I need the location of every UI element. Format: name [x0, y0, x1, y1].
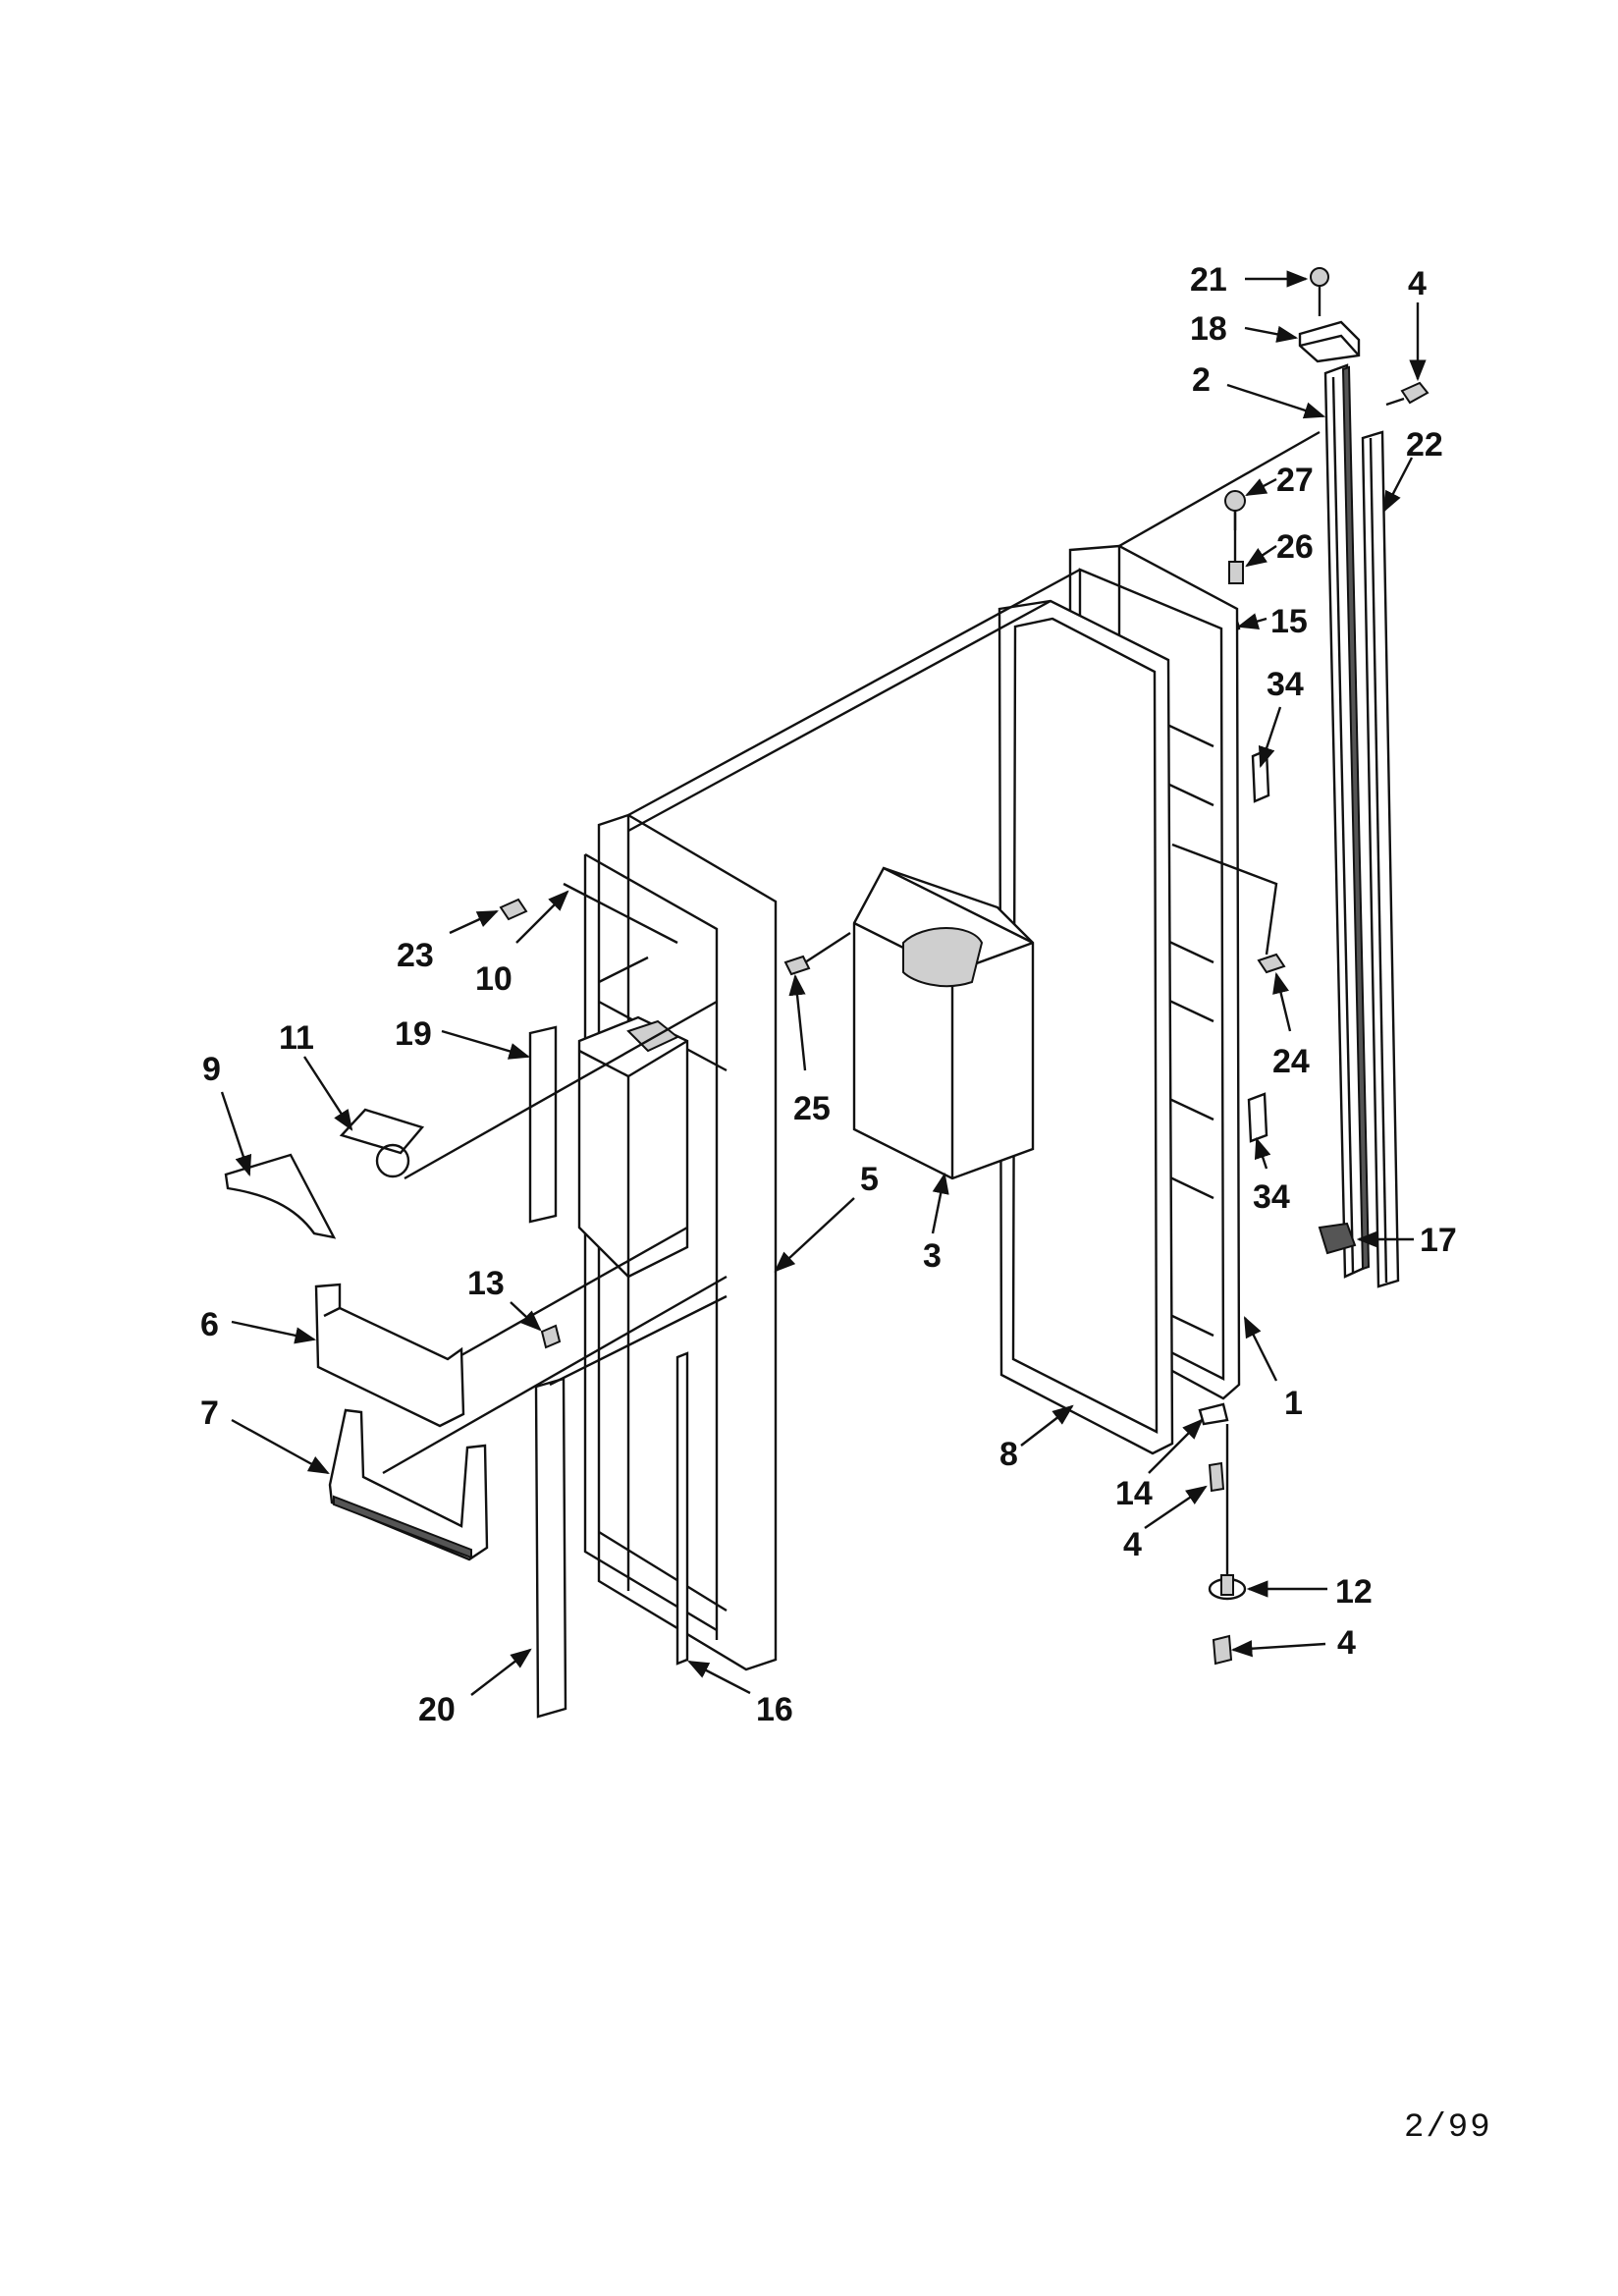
- bracket-18: [1298, 320, 1361, 363]
- callout-9: 9: [202, 1051, 221, 1088]
- callout-13: 13: [467, 1265, 505, 1302]
- screw-23: [499, 898, 528, 921]
- trim-strip-20: [534, 1377, 567, 1719]
- callout-2: 2: [1192, 361, 1211, 399]
- callout-15: 15: [1270, 603, 1308, 640]
- date-code: 2/99: [1404, 2109, 1492, 2147]
- callout-11: 11: [279, 1019, 314, 1057]
- bracket-34-lower: [1247, 1092, 1268, 1143]
- rod-16: [675, 1351, 689, 1666]
- callout-3: 3: [923, 1237, 942, 1275]
- bearing-12: [1208, 1574, 1247, 1601]
- callout-26: 26: [1276, 528, 1314, 566]
- callout-labels: 21 18 4 2 22 27 26 15 34 23 10 25 24 11 …: [200, 261, 1457, 1728]
- hinge-pin-14: [1198, 1402, 1229, 1426]
- gasket-strip-22: [1361, 430, 1400, 1288]
- inner-door-panel-5: [577, 813, 778, 1671]
- callout-17: 17: [1420, 1222, 1457, 1259]
- bracket-34-upper: [1251, 748, 1270, 803]
- screw-24: [1257, 953, 1286, 974]
- callout-23: 23: [397, 937, 434, 974]
- callout-7: 7: [200, 1394, 219, 1432]
- callout-1: 1: [1284, 1385, 1303, 1422]
- callout-12: 12: [1335, 1573, 1373, 1611]
- spacer-26: [1228, 561, 1244, 584]
- callout-14: 14: [1115, 1475, 1153, 1512]
- clip-13: [540, 1324, 562, 1349]
- filter-cover-11: [339, 1108, 425, 1178]
- callout-25: 25: [793, 1090, 831, 1127]
- callout-5: 5: [860, 1161, 879, 1198]
- callout-4-top: 4: [1408, 265, 1427, 302]
- leader-arrows: [220, 270, 1427, 1696]
- screw-4-top: [1385, 381, 1429, 407]
- trim-strip-19: [528, 1025, 558, 1224]
- callout-8: 8: [999, 1436, 1018, 1473]
- screw-21: [1310, 267, 1329, 316]
- callout-24: 24: [1272, 1043, 1310, 1080]
- callout-21: 21: [1190, 261, 1227, 299]
- callout-19: 19: [395, 1015, 432, 1053]
- bin-7: [328, 1408, 489, 1561]
- screw-4-bottom: [1212, 1634, 1233, 1666]
- shield-9: [224, 1153, 337, 1239]
- callout-22: 22: [1406, 426, 1443, 464]
- screw-25: [783, 955, 811, 976]
- clip-17: [1318, 1222, 1357, 1255]
- callout-16: 16: [756, 1691, 793, 1728]
- callout-27: 27: [1276, 462, 1314, 499]
- callout-18: 18: [1190, 310, 1227, 348]
- dispenser-housing-3: [852, 866, 1035, 1180]
- gasket-strip-2: [1323, 363, 1371, 1279]
- alignment-lines: [382, 430, 1321, 1575]
- callout-34-lower: 34: [1253, 1178, 1290, 1216]
- callout-6: 6: [200, 1306, 219, 1343]
- callout-4-bottom: 4: [1337, 1624, 1356, 1662]
- screw-4-mid: [1208, 1461, 1225, 1493]
- rod-10: [563, 882, 678, 945]
- callout-20: 20: [418, 1691, 456, 1728]
- callout-10: 10: [475, 960, 512, 998]
- callout-4-mid: 4: [1123, 1526, 1142, 1563]
- callout-34-upper: 34: [1267, 666, 1304, 703]
- bin-6: [314, 1283, 465, 1428]
